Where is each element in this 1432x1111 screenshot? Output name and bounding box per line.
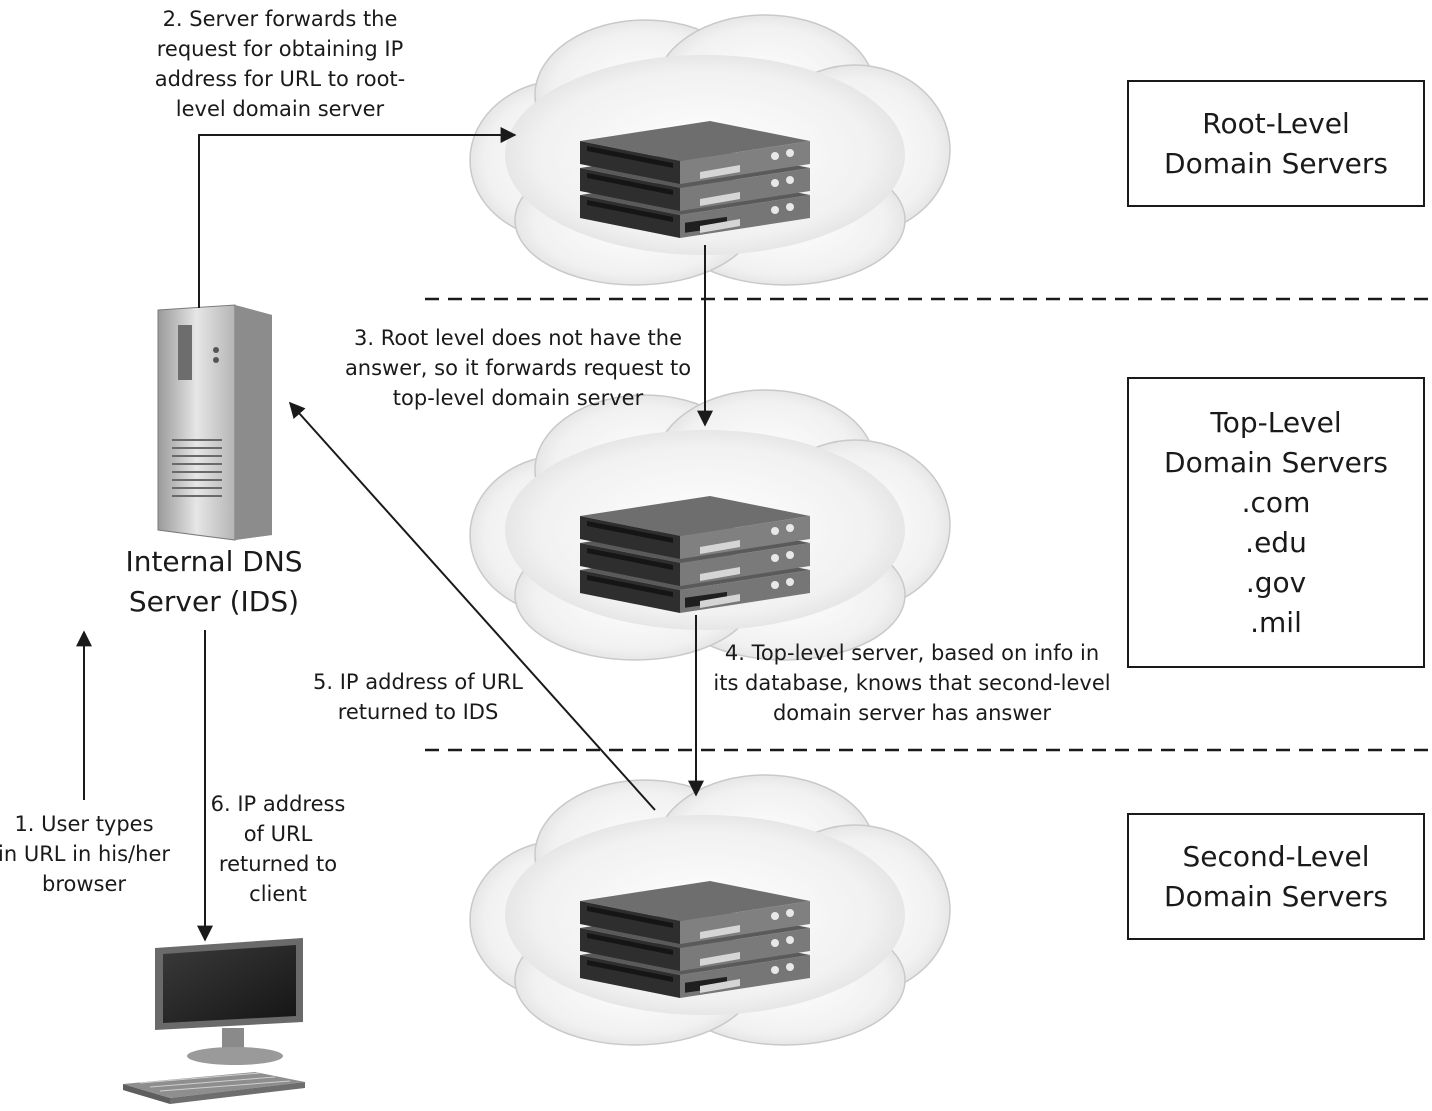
ids-label: Internal DNS Server (IDS) — [104, 542, 324, 622]
ids-label-line-2: Server (IDS) — [128, 585, 300, 618]
second-level-line-1: Second-Level — [1182, 839, 1370, 873]
root-level-line-2: Domain Servers — [1164, 146, 1388, 180]
rack-server-cloud-icon — [469, 14, 951, 286]
top-level-line-2: Domain Servers — [1164, 445, 1388, 479]
step-3-line-2: answer, so it forwards request to — [344, 356, 692, 380]
step-6-line-3: returned to — [218, 852, 338, 876]
arrow-step-5 — [288, 401, 656, 811]
step-6-line-1: 6. IP address — [210, 792, 346, 816]
root-level-box: Root-Level Domain Servers — [1127, 80, 1425, 207]
step-4-line-2: its database, knows that second-level — [713, 671, 1111, 695]
step-5-line-1: 5. IP address of URL — [313, 670, 523, 694]
step-4-line-3: domain server has answer — [772, 701, 1052, 725]
desktop-computer-icon — [123, 938, 305, 1104]
step-5-line-2: returned to IDS — [337, 700, 499, 724]
top-level-line-6: .mil — [1250, 605, 1302, 639]
step-3-line-3: top-level domain server — [392, 386, 644, 410]
step-2-line-2: request for obtaining IP — [156, 37, 404, 61]
root-level-line-1: Root-Level — [1202, 106, 1350, 140]
step-6-line-4: client — [249, 882, 307, 906]
second-level-box: Second-Level Domain Servers — [1127, 813, 1425, 940]
tower-server-icon — [157, 304, 272, 541]
step-1-line-3: browser — [41, 872, 127, 896]
rack-server-cloud-icon — [469, 774, 951, 1046]
step-3-line-1: 3. Root level does not have the — [353, 326, 683, 350]
top-level-box: Top-Level Domain Servers .com .edu .gov … — [1127, 377, 1425, 668]
rack-server-cloud-icon — [469, 389, 951, 661]
step-6-line-2: of URL — [243, 822, 313, 846]
step-2-line-1: 2. Server forwards the — [162, 7, 398, 31]
step-1-line-1: 1. User types — [14, 812, 154, 836]
step-1-line-2: in URL in his/her — [0, 842, 170, 866]
second-level-line-2: Domain Servers — [1164, 879, 1388, 913]
step-6-label: 6. IP address of URL returned to client — [206, 789, 350, 909]
top-level-line-1: Top-Level — [1210, 405, 1342, 439]
top-level-line-5: .gov — [1245, 565, 1307, 599]
top-level-line-3: .com — [1241, 485, 1311, 519]
step-4-line-1: 4. Top-level server, based on info in — [724, 641, 1100, 665]
arrow-step-2 — [198, 127, 517, 308]
ids-label-line-1: Internal DNS — [125, 545, 303, 578]
step-3-label: 3. Root level does not have the answer, … — [340, 323, 696, 413]
step-2-label: 2. Server forwards the request for obtai… — [150, 4, 410, 124]
step-4-label: 4. Top-level server, based on info in it… — [708, 638, 1116, 728]
top-level-line-4: .edu — [1245, 525, 1307, 559]
step-5-label: 5. IP address of URL returned to IDS — [298, 667, 538, 727]
step-2-line-3: address for URL to root- — [154, 67, 406, 91]
step-1-label: 1. User types in URL in his/her browser — [0, 809, 176, 899]
step-2-line-4: level domain server — [175, 97, 385, 121]
